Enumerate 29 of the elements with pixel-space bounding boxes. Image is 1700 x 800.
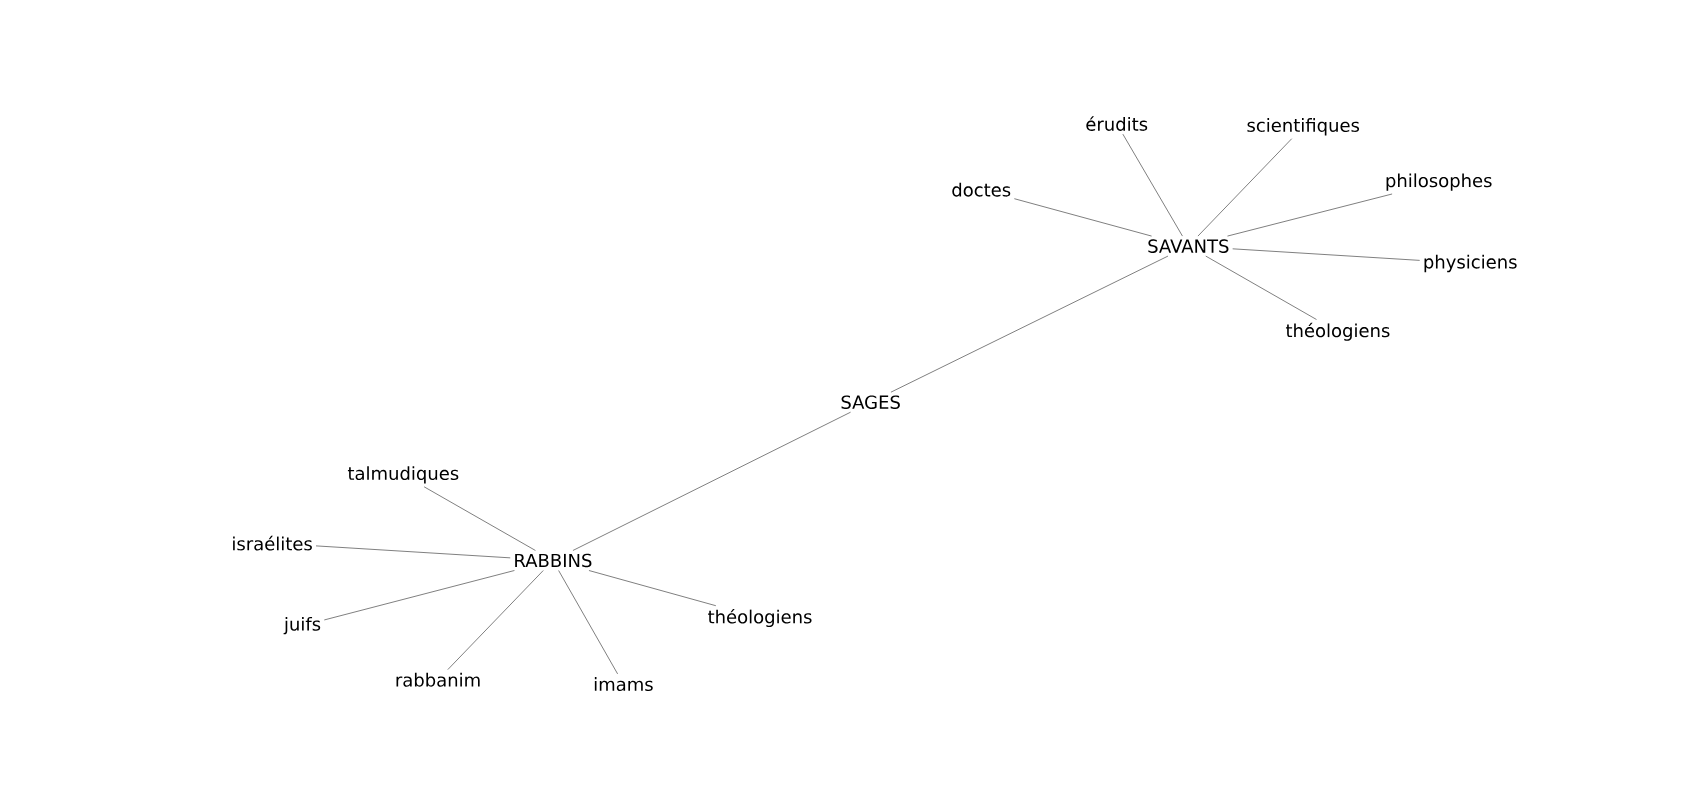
word-label: philosophes — [1386, 173, 1492, 191]
word-label: théologiens — [1285, 322, 1390, 341]
connector-line — [323, 570, 515, 621]
word-label: RABBINS — [515, 553, 592, 568]
word-label: imams — [594, 677, 653, 692]
word-label: israélites — [233, 535, 312, 551]
connector-line — [588, 570, 717, 607]
connector-line — [1122, 133, 1183, 237]
connector-line — [423, 486, 536, 551]
word-label: SAVANTS — [1148, 239, 1229, 253]
word-label: SAGES — [841, 395, 900, 409]
word-label: scientifiques — [1247, 118, 1360, 136]
connector-line — [1205, 255, 1317, 320]
connector-line — [315, 545, 511, 559]
connector-line — [1232, 248, 1421, 261]
word-label: talmudiques — [347, 466, 459, 484]
connector-line — [1013, 198, 1153, 237]
word-label: juifs — [283, 616, 321, 635]
connector-line — [890, 255, 1169, 393]
word-label: physiciens — [1424, 254, 1517, 273]
connector-line — [1226, 193, 1393, 237]
connector-line — [572, 411, 852, 551]
connector-line — [1197, 138, 1293, 237]
word-label: théologiens — [708, 608, 812, 628]
word-label: rabbanim — [396, 672, 480, 687]
word-label: érudits — [1086, 116, 1148, 131]
connector-line — [447, 570, 544, 671]
connector-line — [558, 570, 619, 675]
word-label: doctes — [952, 182, 1011, 197]
